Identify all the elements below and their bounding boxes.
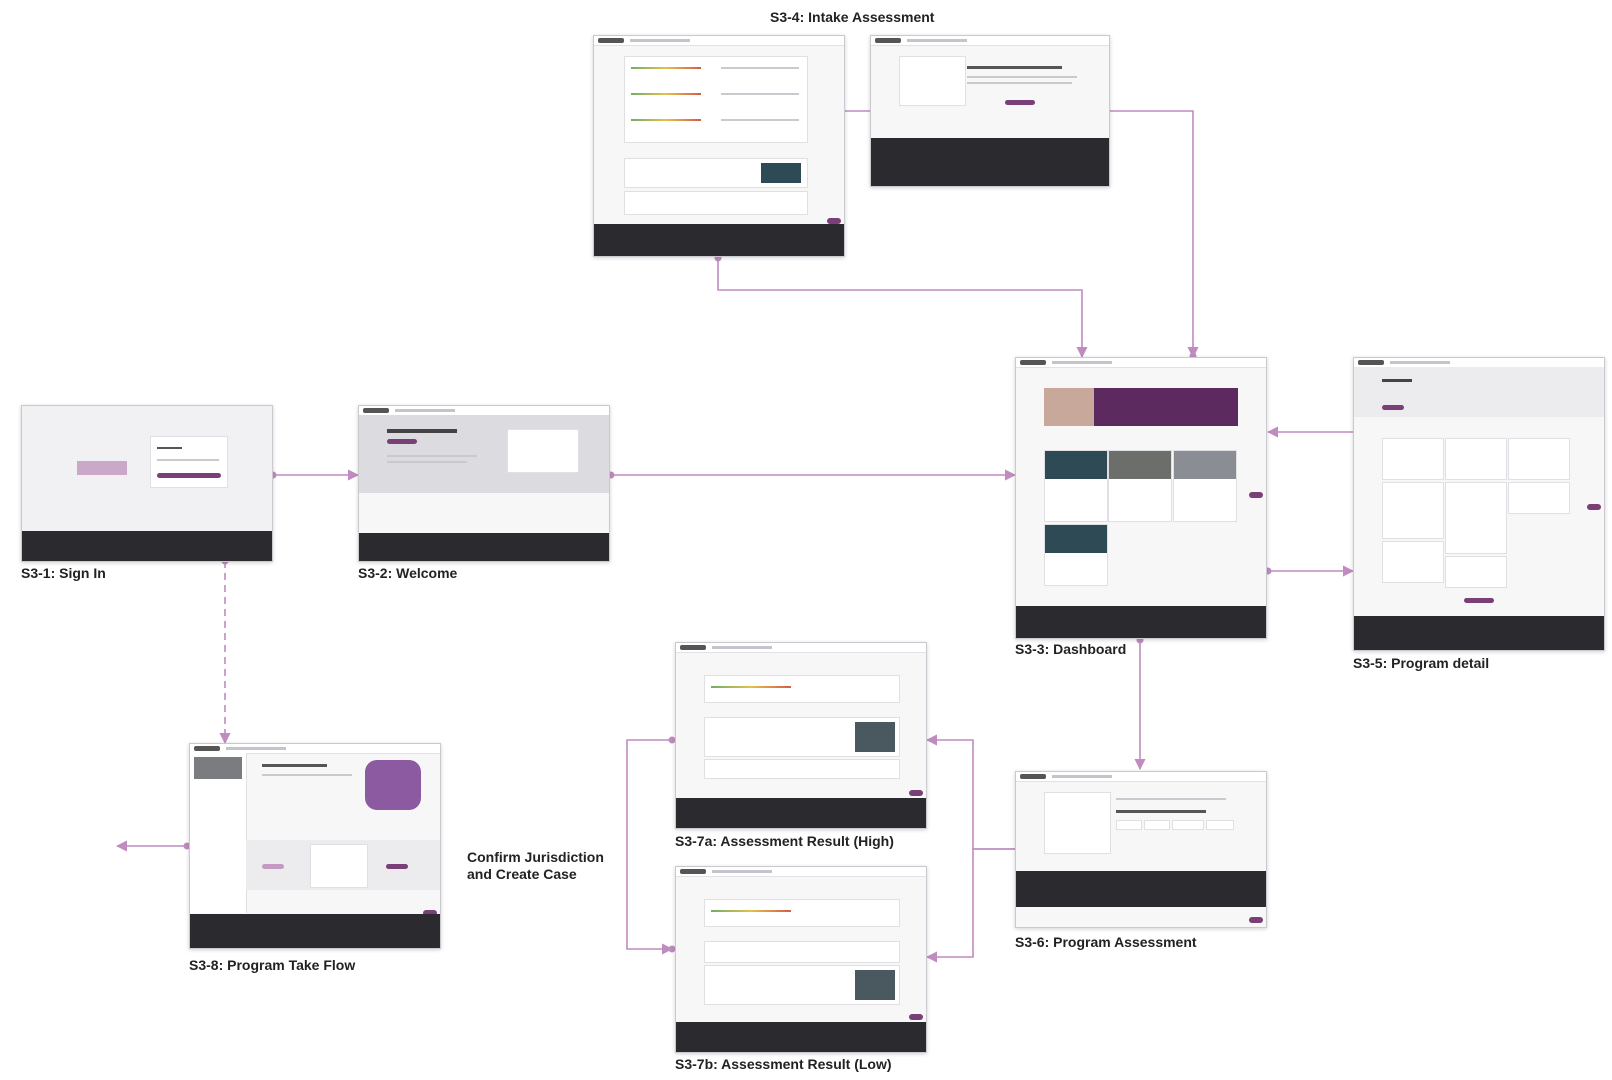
screen-thumbnail-program-detail — [1353, 357, 1605, 651]
dashboard-banner — [1044, 388, 1238, 426]
screen-thumbnail-program-assessment — [1015, 771, 1267, 928]
screen-footer — [594, 224, 844, 256]
sign-in-brand-mark — [77, 461, 127, 475]
screen-footer — [22, 531, 272, 561]
screen-footer — [871, 138, 1109, 186]
edge-label-line-2: and Create Case — [467, 866, 577, 882]
screen-label-sign-in: S3-1: Sign In — [21, 565, 106, 581]
screen-thumbnail-result-high — [675, 642, 927, 829]
screen-thumbnail-intake-result — [593, 35, 845, 257]
welcome-hero — [359, 415, 609, 493]
screen-label-welcome: S3-2: Welcome — [358, 565, 458, 581]
screen-footer — [676, 798, 926, 828]
edge-label-confirm-jurisdiction: Confirm Jurisdiction and Create Case — [467, 849, 604, 883]
edge-intake-result-dashboard — [717, 258, 1088, 359]
screen-footer — [1354, 616, 1604, 650]
edge-results-program-take — [626, 739, 674, 955]
screen-thumbnail-sign-in — [21, 405, 273, 562]
screen-thumbnail-intake-welcome — [870, 35, 1110, 187]
screen-label-result-low: S3-7b: Assessment Result (Low) — [675, 1056, 892, 1072]
edge-program-assessment-low — [925, 848, 1015, 963]
screen-footer — [1016, 606, 1266, 638]
sign-in-card — [150, 436, 228, 488]
screen-label-program-take: S3-8: Program Take Flow — [189, 957, 356, 973]
screen-footer — [676, 1022, 926, 1052]
screen-label-dashboard: S3-3: Dashboard — [1015, 641, 1127, 657]
screen-footer — [1016, 871, 1266, 907]
screen-label-program-assessment: S3-6: Program Assessment — [1015, 934, 1197, 950]
edge-program-assessment-high — [925, 734, 1015, 850]
edge-label-line-1: Confirm Jurisdiction — [467, 849, 604, 865]
screen-label-program-detail: S3-5: Program detail — [1353, 655, 1490, 671]
screen-thumbnail-result-low — [675, 866, 927, 1053]
screen-label-result-high: S3-7a: Assessment Result (High) — [675, 833, 894, 849]
screen-footer — [190, 914, 440, 948]
screen-footer — [359, 533, 609, 561]
screen-thumbnail-dashboard — [1015, 357, 1267, 639]
screen-thumbnail-welcome — [358, 405, 610, 562]
program-take-illustration — [365, 760, 421, 810]
screen-thumbnail-program-take — [189, 743, 441, 949]
screen-label-intake-assessment: S3-4: Intake Assessment — [770, 9, 935, 25]
